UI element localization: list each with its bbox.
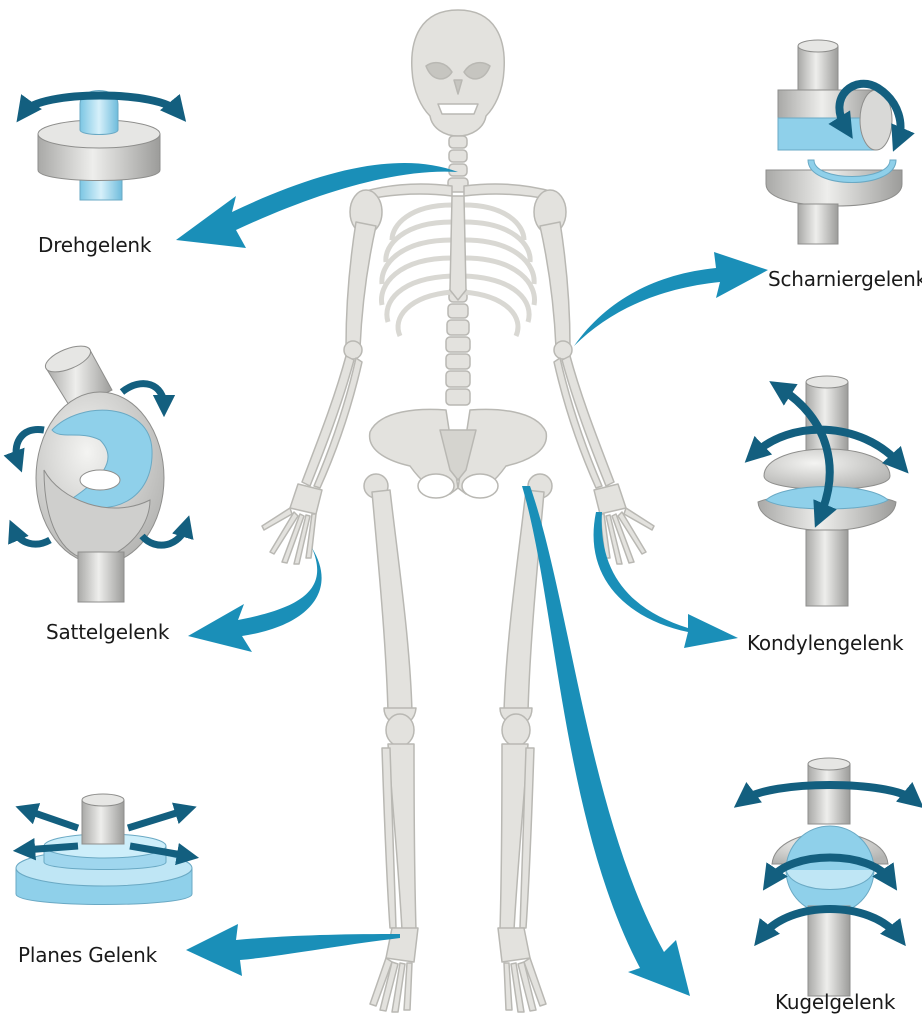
pointer-arrows	[176, 163, 768, 996]
label-sattelgelenk: Sattelgelenk	[46, 620, 169, 644]
left-hand	[262, 484, 322, 564]
sternum	[450, 196, 466, 300]
arrow-wrist-to-sattelgelenk	[188, 548, 322, 652]
kugelgelenk-model	[744, 758, 914, 996]
sattelgelenk-model	[14, 341, 186, 602]
skull	[412, 10, 504, 136]
arrow-neck-to-drehgelenk	[176, 163, 458, 248]
scharniergelenk-model	[766, 40, 902, 244]
label-drehgelenk: Drehgelenk	[38, 233, 151, 257]
pelvis	[370, 409, 547, 498]
arrow-ankle-to-planes-gelenk	[186, 924, 400, 976]
label-kondylengelenk: Kondylengelenk	[747, 631, 903, 655]
left-ulna	[314, 358, 362, 488]
right-humerus	[540, 222, 570, 348]
skeleton	[262, 10, 654, 1012]
label-scharniergelenk: Scharniergelenk	[768, 267, 922, 291]
label-planes-gelenk: Planes Gelenk	[18, 943, 157, 967]
kondylengelenk-model	[754, 376, 900, 606]
drehgelenk-model	[24, 91, 178, 201]
arrow-hand-to-kondylengelenk	[594, 512, 738, 648]
left-femur	[372, 490, 412, 712]
planes-gelenk-model	[16, 794, 192, 905]
label-kugelgelenk: Kugelgelenk	[775, 990, 895, 1014]
left-humerus	[346, 222, 376, 348]
right-foot	[498, 928, 546, 1012]
right-ulna	[554, 358, 602, 488]
arrow-elbow-to-scharniergelenk	[574, 252, 768, 346]
